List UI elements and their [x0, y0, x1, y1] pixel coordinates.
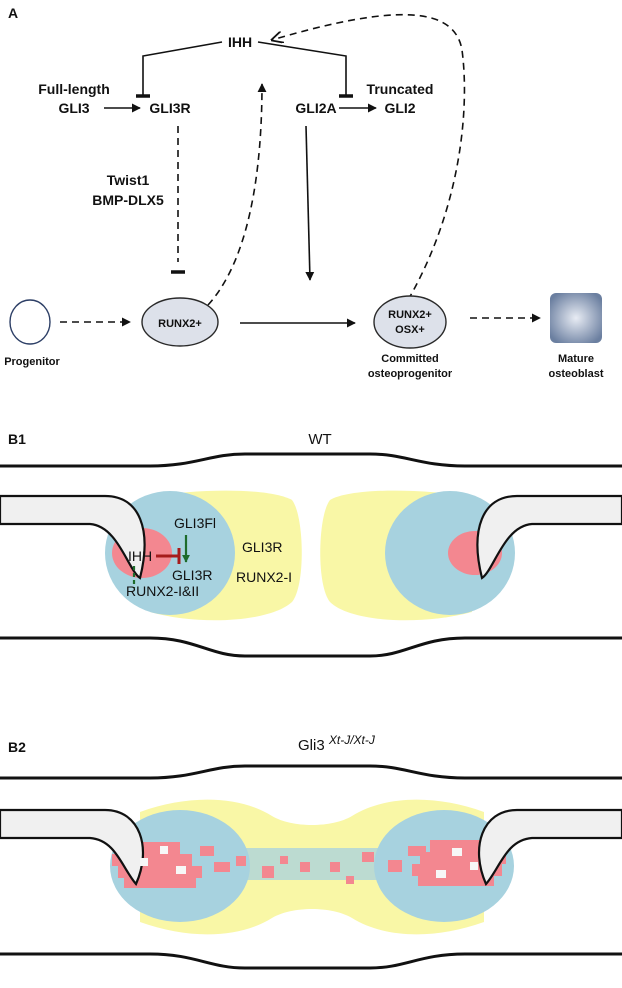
gli3r-inner-label: GLI3R: [172, 567, 212, 583]
ihh-inhibit-gli3r-line: [142, 41, 223, 96]
wt-title: WT: [308, 431, 331, 448]
b1-top-contour: [0, 452, 622, 468]
b2-left-bone: [0, 808, 145, 887]
full-length-gli3-label: GLI3: [58, 100, 89, 116]
runx2-osx-label-1: RUNX2+: [388, 309, 432, 321]
b1-bottom-contour: [0, 636, 622, 658]
truncated-gli2-label: GLI2: [384, 100, 415, 116]
ihh-b1-label: IHH: [128, 548, 152, 564]
twist1-label: Twist1: [107, 172, 150, 188]
panel-a: A IHH Full-length GLI3 GLI3R GLI2A Trunc…: [4, 5, 604, 380]
gli3r-outer-label: GLI3R: [242, 539, 282, 555]
panel-b2: B2 Gli3 Xt-J/Xt-J: [0, 733, 622, 970]
gli3-title-superscript: Xt-J/Xt-J: [328, 733, 376, 747]
committed-label: Committed: [381, 353, 438, 365]
panel-b2-label: B2: [8, 739, 26, 755]
runx2-to-ihh-arrow: [207, 83, 267, 306]
gli2a-label: GLI2A: [295, 100, 336, 116]
gli3-title-main: Gli3: [298, 737, 325, 754]
b2-bottom-contour: [0, 952, 622, 970]
osteoprogenitor-label: osteoprogenitor: [368, 368, 453, 380]
gli2a-to-committed-arrow: [305, 125, 315, 281]
committed-to-ihh-arrow: [272, 13, 466, 301]
progenitor-label: Progenitor: [4, 356, 60, 368]
bmp-dlx5-label: BMP-DLX5: [92, 192, 164, 208]
runx2-i-label: RUNX2-I: [236, 569, 292, 585]
runx2-i-ii-label: RUNX2-I&II: [126, 583, 199, 599]
gli3r-label: GLI3R: [149, 100, 190, 116]
runx2-cell: [141, 297, 219, 347]
runx2-osx-label-2: OSX+: [395, 324, 425, 336]
ihh-label: IHH: [228, 34, 252, 50]
panel-b1-label: B1: [8, 431, 26, 447]
b2-right-bone: [477, 808, 622, 887]
runx2-label: RUNX2+: [158, 318, 202, 330]
b1-left-bone: [0, 494, 146, 580]
panel-a-label: A: [8, 5, 18, 21]
ihh-inhibit-gli2-line: [257, 41, 347, 96]
progenitor-cell: [9, 299, 51, 345]
truncated-label: Truncated: [367, 81, 434, 97]
mature-osteoblast-cell: [550, 293, 602, 343]
b2-top-contour: [0, 764, 622, 780]
osteoblast-label: osteoblast: [548, 368, 603, 380]
mature-label: Mature: [558, 353, 594, 365]
panel-b1: B1 WT GLI3Fl IHH GLI3R RUNX2-I&II GLI3R …: [0, 431, 622, 658]
full-length-label: Full-length: [38, 81, 110, 97]
b2-white-speckles: [140, 846, 478, 878]
gli3-mutant-title: Gli3 Xt-J/Xt-J: [298, 733, 376, 754]
committed-osteoprogenitor-cell: [373, 295, 447, 349]
gli3fl-label: GLI3Fl: [174, 515, 216, 531]
b1-right-bone: [476, 494, 622, 580]
